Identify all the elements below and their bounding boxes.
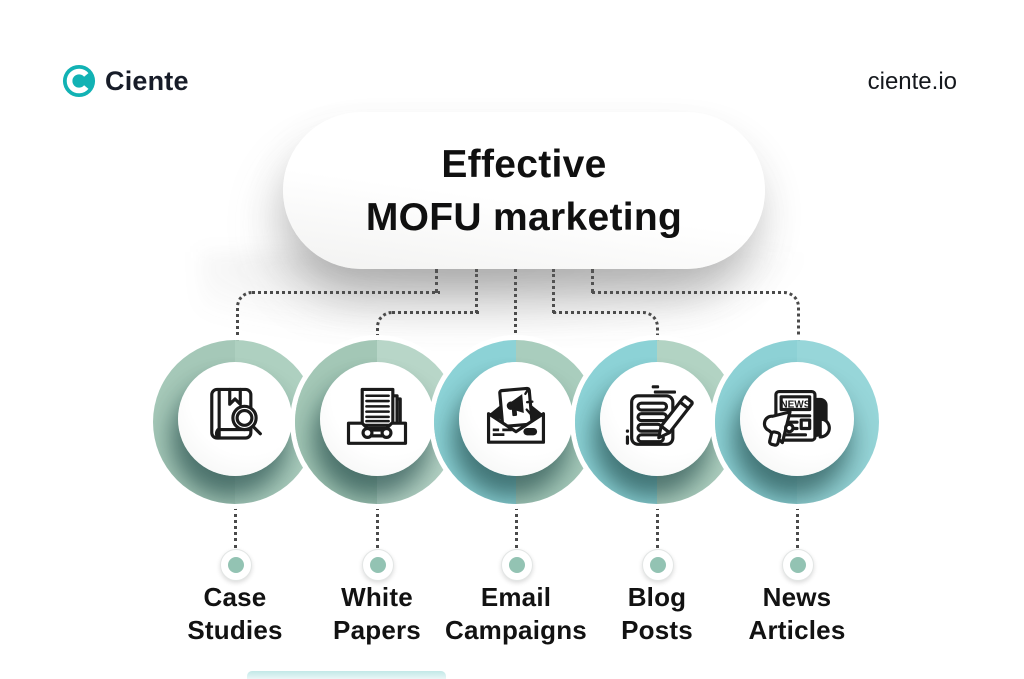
envelope-megaphone-icon: [486, 386, 546, 444]
ciente-logo-icon: [62, 64, 96, 98]
marker-case-studies: [220, 549, 252, 581]
marker-dot: [228, 557, 244, 573]
node-inner-circle: [600, 362, 714, 476]
stub-email-campaigns: [514, 507, 518, 548]
bottom-cutoff-element: [247, 671, 446, 679]
connector-case-studies: [236, 291, 440, 343]
title-line-2: MOFU marketing: [365, 195, 683, 239]
marker-news-articles: [782, 549, 814, 581]
node-inner-circle: [320, 362, 434, 476]
node-white-papers: [295, 340, 459, 504]
stub-white-papers: [375, 507, 379, 548]
marker-blog-posts: [642, 549, 674, 581]
node-email-campaigns: [434, 340, 598, 504]
connector-email-campaigns: [514, 269, 517, 340]
ciente-logo-text: Ciente: [105, 65, 189, 96]
stub-blog-posts: [655, 507, 659, 548]
website-link[interactable]: ciente.io: [867, 68, 957, 95]
node-inner-circle: [459, 362, 573, 476]
node-blog-posts: [575, 340, 739, 504]
marker-dot: [370, 557, 386, 573]
book-magnifier-icon: [210, 387, 262, 440]
stub-case-studies: [233, 507, 237, 548]
ciente-logo[interactable]: Ciente: [62, 64, 189, 98]
connector-stub-4: [552, 269, 555, 313]
news-headline-text: NEWS: [780, 399, 810, 410]
marker-dot: [509, 557, 525, 573]
connector-news-articles: [592, 291, 800, 343]
document-tray-icon: [346, 387, 408, 445]
marker-dot: [790, 557, 806, 573]
note-pencil-icon: [625, 385, 694, 446]
newspaper-megaphone-icon: NEWS: [762, 389, 831, 447]
stub-news-articles: [795, 507, 799, 548]
marker-white-papers: [362, 549, 394, 581]
marker-dot: [650, 557, 666, 573]
node-inner-circle: NEWS: [740, 362, 854, 476]
connector-white-papers: [376, 311, 480, 343]
connector-blog-posts: [553, 311, 659, 343]
node-inner-circle: [178, 362, 292, 476]
connector-stub-1: [435, 269, 438, 293]
node-news-articles: NEWS: [715, 340, 879, 504]
marker-email-campaigns: [501, 549, 533, 581]
title-line-1: Effective: [441, 142, 607, 186]
connector-stub-2: [475, 269, 478, 313]
connector-stub-5: [591, 269, 594, 293]
title-bubble: Effective MOFU marketing: [283, 112, 765, 269]
node-case-studies: [153, 340, 317, 504]
